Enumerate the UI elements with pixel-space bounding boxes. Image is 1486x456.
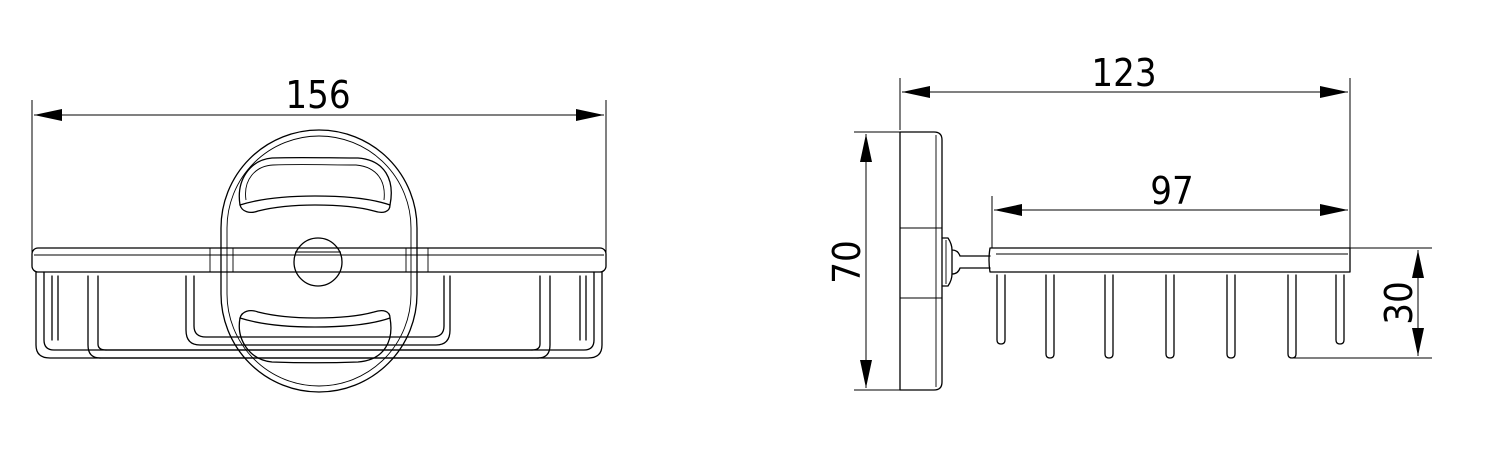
front-view: 156: [31, 73, 607, 393]
wire-r3: [537, 275, 551, 359]
wall-plate-inner: [226, 135, 412, 387]
arrow-30-top: [1412, 250, 1424, 278]
shelf-depth-label: 97: [1150, 169, 1194, 213]
neck-top: [951, 249, 991, 257]
neck-bottom: [951, 267, 991, 275]
upper-slot: [238, 156, 392, 206]
basket-height-dimension: 30: [1290, 247, 1432, 359]
wire-l3: [87, 275, 101, 359]
prong-3: [1104, 274, 1114, 359]
total-depth-dimension: 123: [899, 51, 1351, 248]
total-depth-label: 123: [1091, 51, 1156, 95]
basket-frame-inner: [43, 271, 595, 351]
lower-slot: [238, 317, 392, 364]
shelf-side-bar: [988, 247, 1351, 273]
arrow-123-right: [1320, 86, 1348, 98]
arrow-70-top: [860, 134, 872, 162]
width-dimension: 156: [31, 73, 607, 258]
arrow-right: [576, 109, 604, 121]
prong-4: [1165, 274, 1175, 359]
upper-slot-inner: [245, 164, 385, 201]
arrow-97-left: [994, 204, 1022, 216]
shelf-side: [988, 247, 1351, 273]
wire-r4: [531, 275, 541, 351]
prong-5: [1226, 274, 1236, 359]
wire-l4: [97, 275, 107, 351]
center-cap: [293, 237, 343, 287]
width-label: 156: [285, 73, 350, 117]
shelf-depth-dimension: 97: [991, 169, 1348, 248]
lower-slot-lip: [239, 310, 391, 319]
basket-prongs: [996, 274, 1345, 359]
plate-body: [899, 131, 943, 391]
basket-wires-front: [35, 271, 603, 359]
arrow-70-bottom: [860, 360, 872, 388]
bracket-neck: [941, 237, 991, 287]
prong-7: [1335, 274, 1345, 345]
neck-flange: [941, 237, 953, 287]
upper-slot-lip: [239, 204, 391, 213]
wall-plate-profile: [899, 131, 943, 391]
arrow-123-left: [902, 86, 930, 98]
shelf-bar: [31, 247, 607, 273]
wire-center-outer: [185, 275, 451, 346]
arrow-30-bottom: [1412, 328, 1424, 356]
height-label: 70: [825, 240, 869, 284]
wall-plate-outer: [220, 129, 418, 393]
wall-plate: [220, 129, 418, 393]
wire-center-inner: [193, 275, 445, 338]
prong-1: [996, 274, 1006, 345]
prong-2: [1045, 274, 1055, 359]
side-view: 123 97 70 30: [825, 51, 1432, 391]
prong-6: [1287, 274, 1297, 359]
basket-height-label: 30: [1377, 281, 1421, 325]
arrow-97-right: [1320, 204, 1348, 216]
shelf-top: [31, 247, 607, 273]
height-dimension: 70: [825, 131, 902, 391]
arrow-left: [34, 109, 62, 121]
